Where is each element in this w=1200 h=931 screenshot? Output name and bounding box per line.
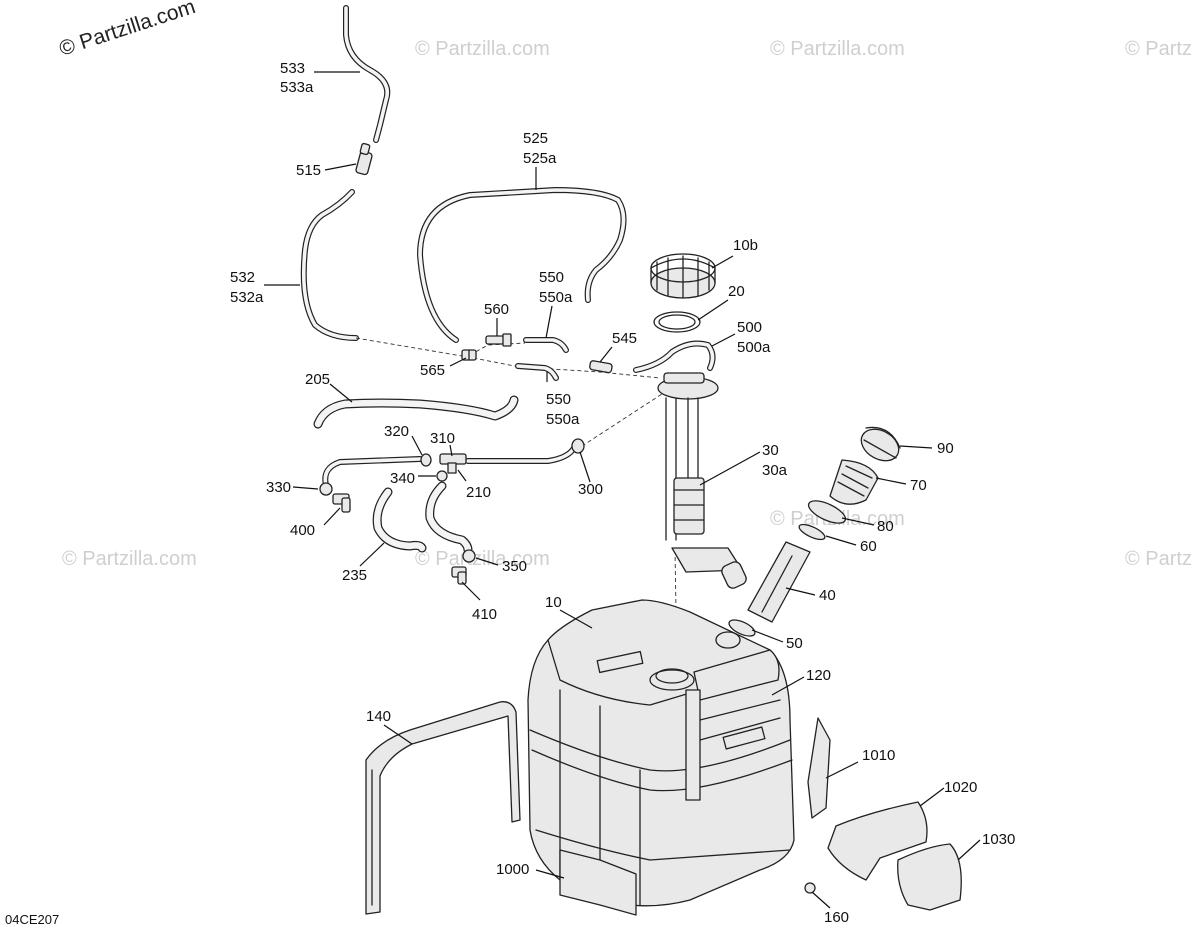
fitting-565 — [461, 349, 477, 361]
watermark-main: © Partzilla.com — [56, 0, 198, 61]
tee-fitting-310 — [439, 453, 467, 474]
vent-hose-532 — [300, 189, 359, 341]
clamp-320 — [420, 453, 432, 467]
callout-50: 50 — [786, 635, 803, 652]
callout-10: 10 — [545, 594, 562, 611]
clamp-340 — [436, 470, 448, 482]
elbow-410 — [451, 566, 467, 585]
callout-1030: 1030 — [982, 831, 1015, 848]
callout-10b: 10b — [733, 237, 758, 254]
gasket-20 — [653, 311, 701, 333]
callout-205: 205 — [305, 371, 330, 388]
fitting-545 — [589, 360, 613, 374]
leader-lines — [264, 71, 981, 909]
callout-20: 20 — [728, 283, 745, 300]
callout-533a: 533a — [280, 79, 314, 96]
check-valve-515 — [355, 142, 373, 176]
callout-525a: 525a — [523, 150, 557, 167]
callout-533: 533 — [280, 60, 305, 77]
hose-550-upper — [523, 337, 569, 353]
callout-300: 300 — [578, 481, 603, 498]
watermark-mid-1: © Partzilla.com — [62, 548, 197, 570]
callout-1000: 1000 — [496, 861, 529, 878]
hose-235 — [372, 487, 427, 553]
callout-560: 560 — [484, 301, 509, 318]
callout-500: 500 — [737, 319, 762, 336]
vent-hose-525 — [417, 187, 627, 343]
guard-1020 — [827, 801, 928, 881]
callout-550-top: 550 — [539, 269, 564, 286]
heat-shield-1000 — [559, 849, 637, 916]
callout-235: 235 — [342, 567, 367, 584]
fuel-cap-90 — [860, 426, 901, 462]
callout-565: 565 — [420, 362, 445, 379]
callout-500a: 500a — [737, 339, 771, 356]
fitting-560 — [485, 333, 512, 347]
callout-550-bottom: 550 — [546, 391, 571, 408]
callout-30: 30 — [762, 442, 779, 459]
callout-400: 400 — [290, 522, 315, 539]
callout-515: 515 — [296, 162, 321, 179]
vent-hose-533 — [343, 5, 391, 143]
callout-410: 410 — [472, 606, 497, 623]
callout-60: 60 — [860, 538, 877, 555]
callout-550a-bottom: 550a — [546, 411, 580, 428]
callout-550a-top: 550a — [539, 289, 573, 306]
callout-525: 525 — [523, 130, 548, 147]
diagram-code: 04CE207 — [5, 912, 59, 927]
filler-neck-70 — [829, 459, 879, 505]
fuel-tank-10 — [527, 599, 795, 907]
callout-532a: 532a — [230, 289, 264, 306]
filler-hose-40 — [747, 541, 811, 623]
clamp-330 — [319, 482, 333, 496]
watermark-mid-2: © Partzilla.com — [415, 548, 550, 570]
clamp-50 — [728, 619, 756, 637]
watermark-top-2: © Partzilla.com — [770, 38, 905, 60]
watermark-top-3: © Partz — [1125, 38, 1192, 60]
callout-1020: 1020 — [944, 779, 977, 796]
guard-1030 — [897, 843, 962, 911]
callout-532: 532 — [230, 269, 255, 286]
hose-205 — [313, 395, 519, 429]
callout-80: 80 — [877, 518, 894, 535]
clamp-350 — [462, 549, 476, 563]
callout-70: 70 — [910, 477, 927, 494]
callout-310: 310 — [430, 430, 455, 447]
fuel-pump-module-30 — [657, 372, 747, 589]
watermark-mid-4: © Partz — [1125, 548, 1192, 570]
callout-40: 40 — [819, 587, 836, 604]
nut-80 — [807, 500, 847, 524]
elbow-400 — [332, 493, 351, 513]
tank-strap-140 — [365, 701, 521, 915]
lock-ring-10b — [650, 253, 716, 299]
callout-30a: 30a — [762, 462, 788, 479]
callout-90: 90 — [937, 440, 954, 457]
hose-to-350 — [425, 481, 473, 555]
callout-1010: 1010 — [862, 747, 895, 764]
hose-550-lower — [515, 363, 559, 381]
callout-120: 120 — [806, 667, 831, 684]
callout-320: 320 — [384, 423, 409, 440]
watermark-top-1: © Partzilla.com — [415, 38, 550, 60]
clamp-300 — [571, 438, 585, 454]
callout-330: 330 — [266, 479, 291, 496]
callout-350: 350 — [502, 558, 527, 575]
callout-545: 545 — [612, 330, 637, 347]
clamp-60 — [798, 523, 826, 541]
callout-160: 160 — [824, 909, 849, 926]
hose-500 — [633, 340, 716, 373]
callout-140: 140 — [366, 708, 391, 725]
callout-340: 340 — [390, 470, 415, 487]
callout-210: 210 — [466, 484, 491, 501]
shield-1010 — [807, 717, 831, 819]
nut-160 — [804, 882, 816, 894]
